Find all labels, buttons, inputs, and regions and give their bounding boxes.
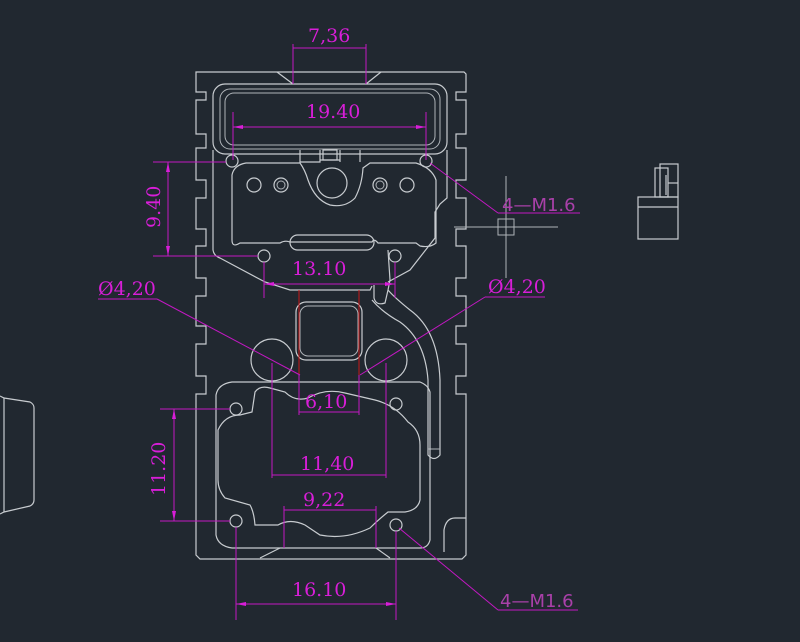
hole-bottom-left (229, 514, 243, 528)
dim-circle-spacing-label: 11,40 (300, 453, 354, 475)
plate-outline (195, 71, 467, 560)
hole-lower-left (229, 402, 243, 416)
hole-mid-left (257, 249, 271, 263)
lower-pocket (215, 381, 466, 559)
dimension-top-window: 19.40 (232, 101, 427, 160)
dim-lower-vertical-label: 11.20 (148, 442, 170, 496)
thread-note-upper: 4—M1.6 (429, 162, 580, 216)
center-features (250, 301, 408, 382)
thread-note-lower: 4—M1.6 (398, 527, 578, 612)
dimension-left-circle: Ø4,20 (98, 278, 301, 376)
top-window (212, 83, 448, 155)
dim-top-slot-label: 7,36 (308, 25, 350, 47)
dimension-upper-vertical: 9.40 (143, 161, 258, 257)
dimension-lower-vertical: 11.20 (148, 408, 230, 522)
hole-lower-right-upper (389, 397, 403, 411)
dimension-lower-spacing: 16.10 (235, 527, 397, 620)
cursor-crosshair (454, 176, 558, 278)
dim-top-window-label: 19.40 (306, 101, 360, 123)
dim-bottom-slot-label: 9,22 (303, 489, 345, 511)
left-partial-view (0, 395, 35, 515)
dim-lower-spacing-label: 16.10 (292, 579, 346, 601)
thread-note-upper-label: 4—M1.6 (502, 195, 576, 216)
thread-note-lower-label: 4—M1.6 (500, 591, 574, 612)
upper-pocket (212, 149, 448, 291)
dimension-top-slot: 7,36 (292, 25, 367, 84)
dimension-square: 6,10 (298, 375, 360, 415)
centerlines (298, 290, 360, 380)
dim-upper-spacing-label: 13.10 (292, 258, 346, 280)
side-view (637, 163, 679, 240)
dim-upper-vertical-label: 9.40 (143, 186, 165, 228)
dimension-upper-spacing: 13.10 (263, 258, 396, 298)
hole-upper-left (225, 154, 239, 168)
dimension-right-circle: Ø4,20 (359, 276, 546, 376)
dim-left-circle-label: Ø4,20 (98, 278, 156, 300)
dimension-bottom-slot: 9,22 (283, 489, 377, 548)
dim-square-label: 6,10 (305, 391, 347, 413)
dimension-circle-spacing: 11,40 (271, 363, 387, 478)
dim-right-circle-label: Ø4,20 (488, 276, 546, 298)
hole-mid-right (388, 249, 402, 263)
